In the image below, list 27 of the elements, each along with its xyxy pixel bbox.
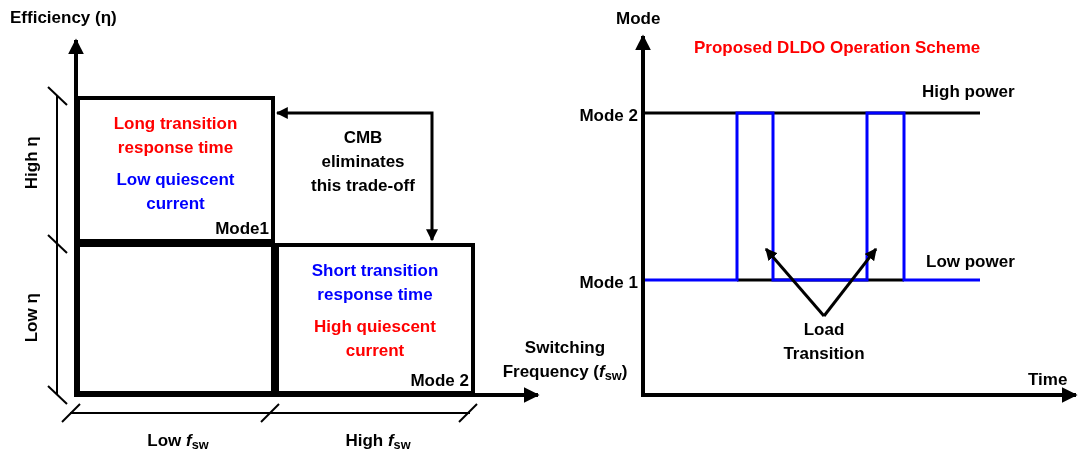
axis-label: Efficiency (η) [10,7,117,29]
axis-range-label: High f$_{sw}$ [344,430,412,454]
region-description: Low quiescent current [115,169,236,215]
arrow [822,248,878,317]
mode-label: Mode1 [215,217,269,240]
level-label: Mode 1 [578,272,638,294]
arrow [764,248,826,317]
axis-range-label: High η [21,135,43,192]
annotation-text: Load Transition [772,318,876,366]
region-description: Long transition response time [112,113,239,159]
axis-label: Time [1028,369,1068,391]
empty-region-box [76,243,275,395]
level-label: Mode 2 [578,105,638,127]
level-label: High power [922,81,1015,103]
level-label: Low power [926,251,1015,273]
axis-label: Mode [616,8,661,30]
mode-region-box [275,243,475,395]
chart-title: Proposed DLDO Operation Scheme [694,37,981,59]
mode-label: Mode 2 [410,369,469,392]
axis-label: Switching Frequency (f$_{sw}$) [501,337,629,384]
axis-range-label: Low η [21,292,43,345]
region-description: Short transition response time [310,260,440,306]
axis-range-label: Low f$_{sw}$ [146,430,210,454]
mode-region-box [76,96,275,243]
annotation-text: CMB eliminates this trade-off [310,127,416,197]
arrow [275,107,438,242]
region-description: High quiescent current [313,316,437,362]
